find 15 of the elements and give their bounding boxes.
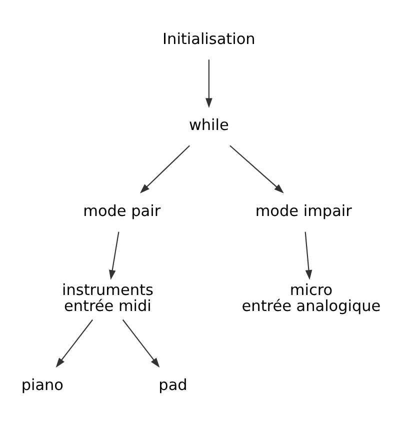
arrow <box>230 145 284 194</box>
arrow <box>56 319 93 368</box>
arrow <box>140 145 190 194</box>
node-text: while <box>188 116 229 134</box>
node-text: pad <box>158 376 188 394</box>
node-text: mode impair <box>255 202 352 220</box>
node-text: instruments entrée midi <box>62 280 154 316</box>
node-text: piano <box>21 376 64 394</box>
node-text: mode pair <box>83 202 161 220</box>
node-text: Initialisation <box>162 30 256 48</box>
arrow <box>108 232 120 280</box>
arrow <box>122 319 160 368</box>
arrow <box>206 60 212 108</box>
arrow <box>304 232 312 280</box>
node-text: micro entrée analogique <box>242 280 381 316</box>
